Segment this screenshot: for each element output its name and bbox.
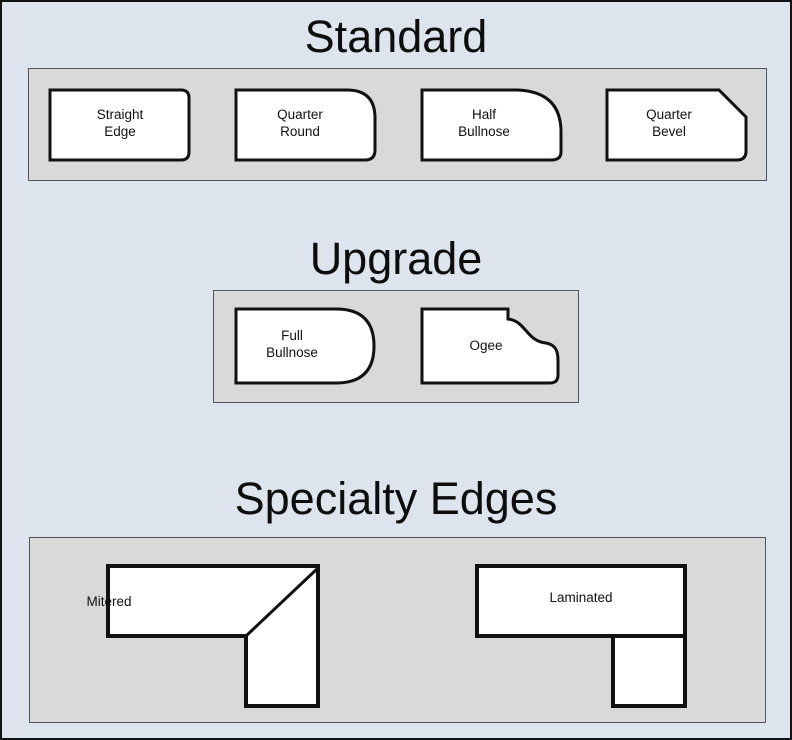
edge-profile-straight-edge[interactable]: Straight Edge: [48, 88, 191, 162]
quarter-bevel-outline: [605, 88, 748, 162]
edge-profile-quarter-round[interactable]: Quarter Round: [234, 88, 377, 162]
mitered-seam-line: [244, 566, 320, 638]
straight-edge-outline: [48, 88, 191, 162]
full-bullnose-outline: [234, 307, 376, 385]
half-bullnose-outline: [420, 88, 563, 162]
edge-profile-half-bullnose[interactable]: Half Bullnose: [420, 88, 563, 162]
edge-profile-laminated[interactable]: Laminated: [475, 564, 687, 708]
edge-profile-mitered[interactable]: Mitered: [86, 564, 320, 708]
ogee-outline: [420, 307, 560, 385]
edge-profile-quarter-bevel[interactable]: Quarter Bevel: [605, 88, 748, 162]
section-title-standard: Standard: [304, 11, 488, 62]
section-title-specialty: Specialty Edges: [234, 473, 558, 524]
section-title-upgrade: Upgrade: [309, 233, 483, 284]
quarter-round-outline: [234, 88, 377, 162]
laminated-l-outline: [475, 564, 687, 708]
edge-profile-full-bullnose[interactable]: Full Bullnose: [234, 307, 376, 385]
edge-profile-ogee[interactable]: Ogee: [420, 307, 562, 385]
mitered-l-outline: [106, 564, 320, 708]
